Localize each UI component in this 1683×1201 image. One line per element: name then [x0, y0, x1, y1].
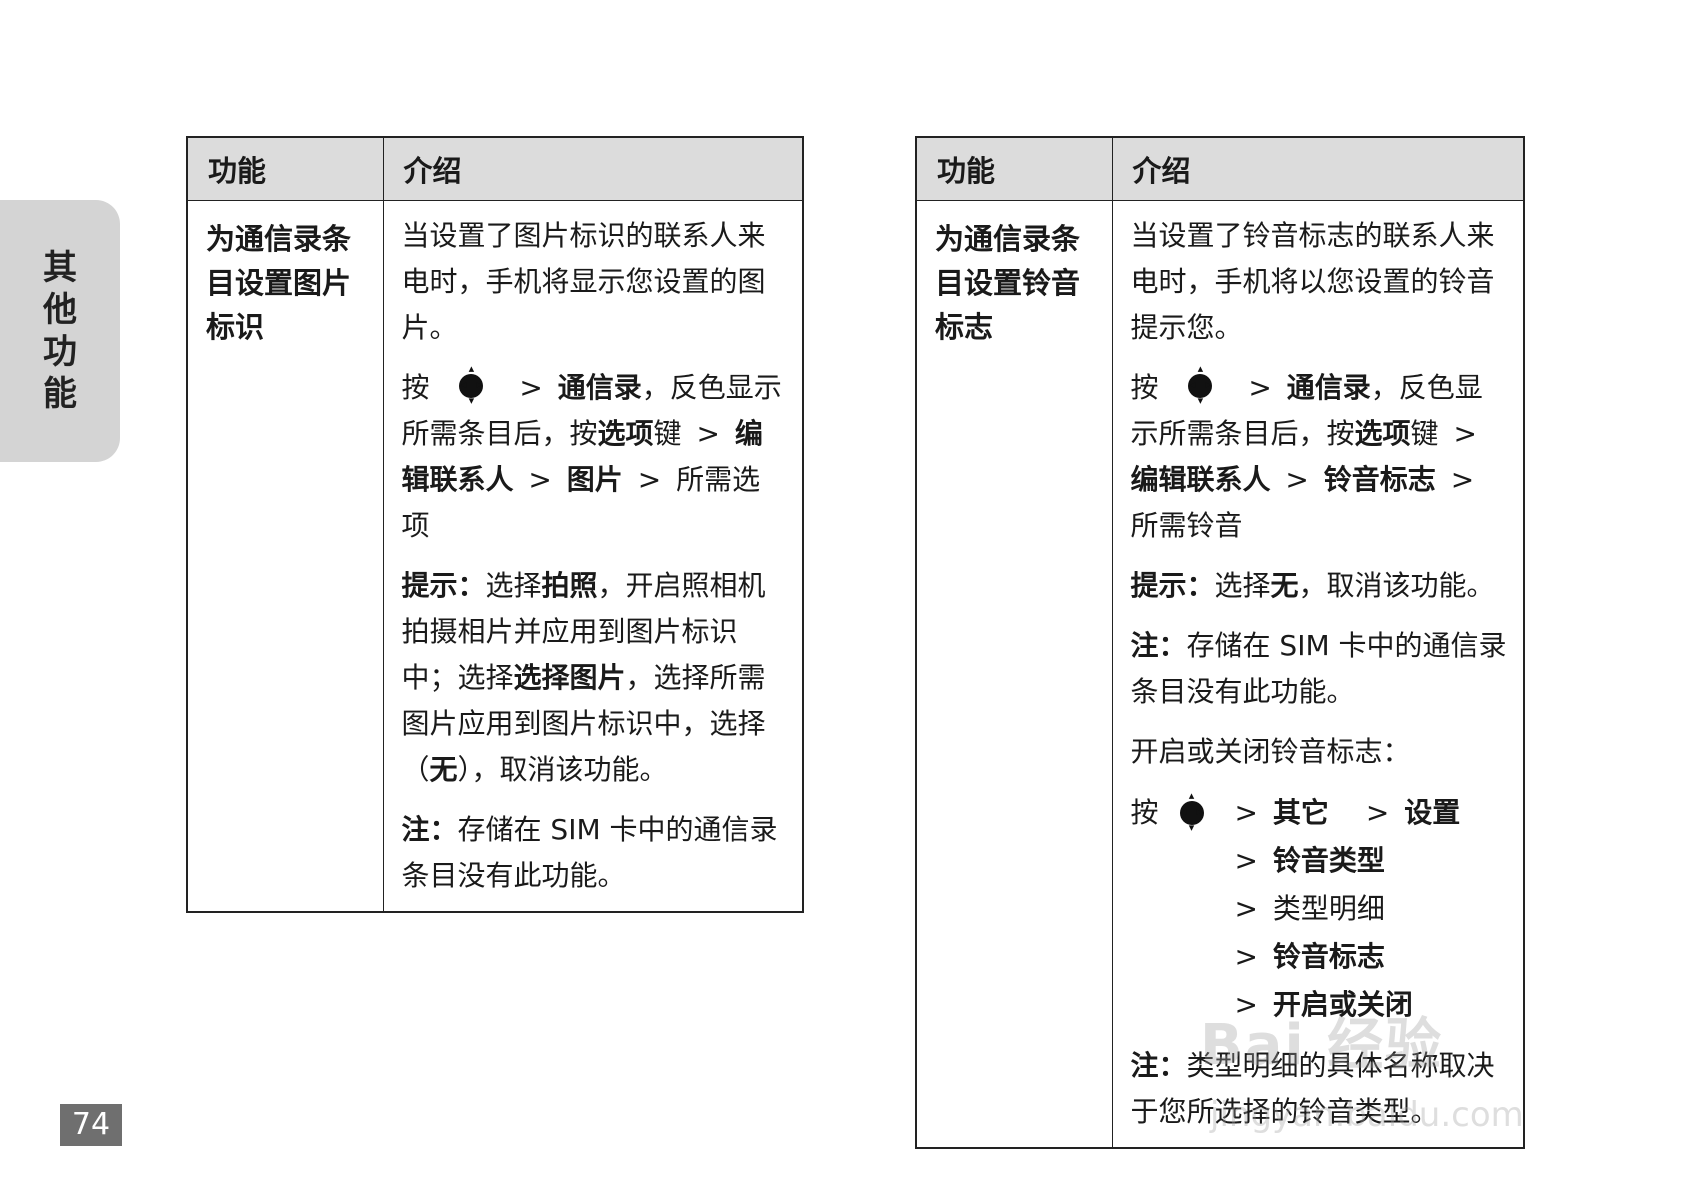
arrow-separator: > — [1234, 940, 1258, 973]
menu-desired-ringtone: 所需铃音 — [1130, 509, 1243, 542]
watermark-brand: Bai 经验 — [1200, 1013, 1444, 1078]
note-label: 注： — [1130, 629, 1187, 662]
arrow-separator: > — [1450, 463, 1475, 496]
arrow-separator: > — [696, 417, 720, 450]
menu-edit-contact: 编辑联系人 — [1130, 463, 1271, 496]
step-text: 键 — [1410, 417, 1439, 450]
intro-tip: 提示：选择无，取消该功能。 — [1131, 563, 1508, 609]
tip-option-none: 无 — [1270, 569, 1299, 602]
note-text: 类型明细的具体名称取决于您所选择的铃音类型。 — [1130, 1049, 1495, 1128]
arrow-separator: > — [1453, 417, 1477, 450]
note-label: 注： — [1130, 1049, 1187, 1082]
nav-step-row: > 铃音类型 — [1229, 837, 1461, 885]
intro-steps: 按 > 通信录，反色显示所需条目后，按选项键 > 编辑联系人 > 图片 > 所需… — [401, 361, 787, 549]
tip-option-select-picture: 选择图片 — [513, 661, 626, 694]
intro-toggle-title: 开启或关闭铃音标志： — [1130, 735, 1411, 768]
menu-picture: 图片 — [566, 463, 623, 496]
arrow-separator: > — [1365, 796, 1390, 829]
feature-table-picture-id: 功能 介绍 为通信录条目设置图片标识 当设置了图片标识的联系人来电时，手机将显示… — [186, 136, 804, 913]
function-name: 为通信录条目设置铃音标志 — [915, 200, 1113, 1149]
note-text: 存储在 SIM 卡中的通信录条目没有此功能。 — [1130, 629, 1507, 708]
header-function: 功能 — [186, 136, 384, 201]
nav-step-type-detail: 类型明细 — [1272, 892, 1385, 925]
tip-label: 提示： — [401, 569, 486, 602]
intro-cell: 当设置了图片标识的联系人来电时，手机将显示您设置的图片。 按 > 通信录，反色显… — [382, 200, 804, 913]
nav-step-row: > 其它 > 设置 — [1229, 789, 1461, 837]
menu-edit-contact: 编辑联系人 — [401, 417, 763, 496]
nav-step-row: > 铃音标志 — [1229, 933, 1461, 981]
navigation-key-icon — [1175, 361, 1225, 409]
tip-text: ，取消该功能。 — [1298, 569, 1495, 602]
intro-description: 当设置了图片标识的联系人来电时，手机将显示您设置的图片。 — [401, 219, 766, 344]
tip-text: 选择 — [485, 569, 542, 602]
arrow-separator: > — [1234, 844, 1258, 877]
nav-steps-list: > 其它 > 设置 > 铃音类型 > 类型明细 — [1229, 789, 1461, 1029]
step-text: ，反色显示所需条目后，按 — [1130, 371, 1483, 450]
key-options: 选项 — [597, 417, 654, 450]
tip-label: 提示： — [1130, 569, 1215, 602]
page-number: 74 — [60, 1104, 122, 1146]
menu-desired-option: 所需选项 — [401, 463, 761, 542]
table-row: 为通信录条目设置图片标识 当设置了图片标识的联系人来电时，手机将显示您设置的图片… — [186, 200, 804, 913]
intro-cell: 当设置了铃音标志的联系人来电时，手机将以您设置的铃音提示您。 按 > 通信录，反… — [1111, 200, 1525, 1149]
header-intro: 介绍 — [382, 136, 804, 201]
intro-tip: 提示：选择拍照，开启照相机拍摄相片并应用到图片标识中；选择选择图片，选择所需图片… — [402, 563, 787, 793]
tip-option-photo: 拍照 — [541, 569, 598, 602]
nav-step-row: > 类型明细 — [1229, 885, 1461, 933]
arrow-separator: > — [528, 463, 552, 496]
nav-step-other: 其它 — [1272, 796, 1329, 829]
step-text: 键 — [653, 417, 682, 450]
key-options: 选项 — [1354, 417, 1411, 450]
press-label: 按 — [401, 371, 430, 404]
header-intro: 介绍 — [1111, 136, 1525, 201]
intro-note: 注：存储在 SIM 卡中的通信录条目没有此功能。 — [402, 807, 787, 899]
tip-option-none: 无 — [429, 753, 458, 786]
menu-contacts: 通信录 — [557, 371, 642, 404]
intro-description: 当设置了铃音标志的联系人来电时，手机将以您设置的铃音提示您。 — [1130, 219, 1495, 344]
tip-text: ，开启照相机拍摄相片并应用到图片标识中；选择 — [401, 569, 766, 694]
nav-step-row: > 开启或关闭 — [1229, 981, 1461, 1029]
arrow-separator: > — [1234, 892, 1258, 925]
arrow-separator: > — [1234, 796, 1258, 829]
table-header-row: 功能 介绍 — [186, 136, 804, 201]
press-label: 按 — [1130, 796, 1159, 829]
step-text: ，反色显示所需条目后，按 — [401, 371, 782, 450]
tip-text: ，选择所需图片应用到图片标识中，选择（ — [401, 661, 766, 786]
table-row: 为通信录条目设置铃音标志 当设置了铃音标志的联系人来电时，手机将以您设置的铃音提… — [915, 200, 1525, 1149]
note-label: 注： — [401, 813, 458, 846]
feature-table-ringtone-tag: 功能 介绍 为通信录条目设置铃音标志 当设置了铃音标志的联系人来电时，手机将以您… — [915, 136, 1525, 1149]
navigation-key-icon — [1167, 788, 1217, 836]
arrow-separator: > — [1285, 463, 1309, 496]
arrow-separator: > — [519, 371, 543, 404]
tip-text: 选择 — [1214, 569, 1271, 602]
menu-contacts: 通信录 — [1286, 371, 1371, 404]
note-text: 存储在 SIM 卡中的通信录条目没有此功能。 — [401, 813, 778, 892]
toggle-steps: 按 > 其它 > 设置 > 铃音类型 — [1130, 788, 1508, 1029]
chapter-tab: 其他功能 — [0, 200, 120, 462]
nav-step-ringtone-tag: 铃音标志 — [1272, 940, 1385, 973]
chapter-tab-label: 其他功能 — [43, 248, 77, 414]
intro-note-2: 注：类型明细的具体名称取决于您所选择的铃音类型。 — [1131, 1043, 1508, 1135]
table-header-row: 功能 介绍 — [915, 136, 1525, 201]
arrow-separator: > — [1248, 371, 1272, 404]
tip-text: ），取消该功能。 — [457, 753, 668, 786]
watermark-url: jingyan.baidu.com — [1210, 1095, 1524, 1135]
nav-step-ringtone-type: 铃音类型 — [1272, 844, 1385, 877]
nav-step-on-off: 开启或关闭 — [1272, 988, 1413, 1021]
navigation-key-icon — [446, 361, 496, 409]
function-name: 为通信录条目设置图片标识 — [186, 200, 384, 913]
nav-step-settings: 设置 — [1404, 796, 1461, 829]
menu-ringtone-tag: 铃音标志 — [1323, 463, 1436, 496]
intro-steps: 按 > 通信录，反色显示所需条目后，按选项键 > 编辑联系人 > 铃音标志 > … — [1130, 361, 1508, 549]
press-label: 按 — [1130, 371, 1159, 404]
intro-note: 注：存储在 SIM 卡中的通信录条目没有此功能。 — [1131, 623, 1508, 715]
header-function: 功能 — [915, 136, 1113, 201]
arrow-separator: > — [637, 463, 662, 496]
arrow-separator: > — [1234, 988, 1258, 1021]
